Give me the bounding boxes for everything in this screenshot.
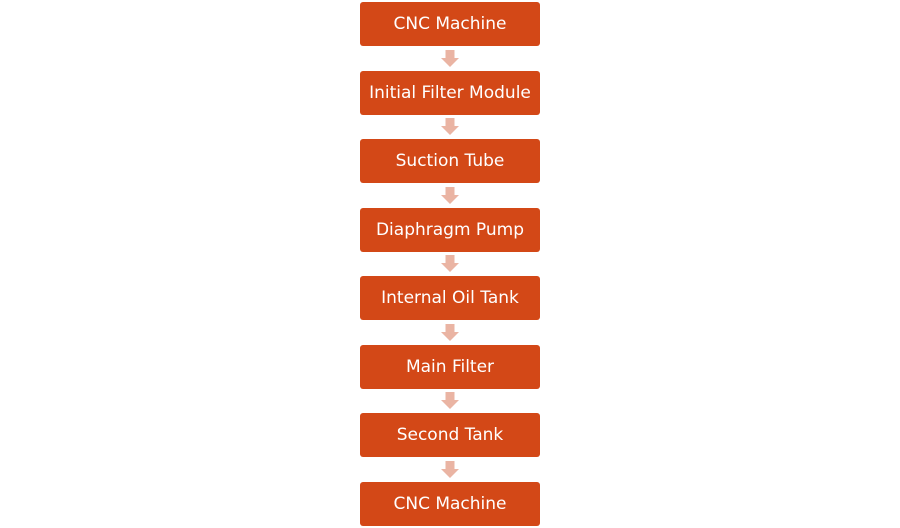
flow-arrow-7 [360, 457, 540, 482]
flow-step-2: Initial Filter Module [360, 70, 540, 115]
flow-step-7: Second Tank [360, 413, 540, 457]
flow-arrow-2 [360, 115, 540, 140]
down-arrow-icon [441, 392, 459, 410]
down-arrow-icon [441, 460, 459, 478]
flow-arrow-3 [360, 183, 540, 208]
flow-step-3: Suction Tube [360, 139, 540, 183]
down-arrow-icon [441, 186, 459, 204]
flow-step-6: Main Filter [360, 344, 540, 389]
down-arrow-icon [441, 118, 459, 136]
down-arrow-icon [441, 49, 459, 67]
flow-arrow-5 [360, 320, 540, 345]
flow-arrow-1 [360, 46, 540, 71]
flow-step-4: Diaphragm Pump [360, 207, 540, 252]
flow-step-8: CNC Machine [360, 481, 540, 526]
flow-arrow-4 [360, 252, 540, 277]
flow-step-1: CNC Machine [360, 2, 540, 46]
down-arrow-icon [441, 323, 459, 341]
flow-step-5: Internal Oil Tank [360, 276, 540, 320]
flow-arrow-6 [360, 389, 540, 414]
down-arrow-icon [441, 255, 459, 273]
